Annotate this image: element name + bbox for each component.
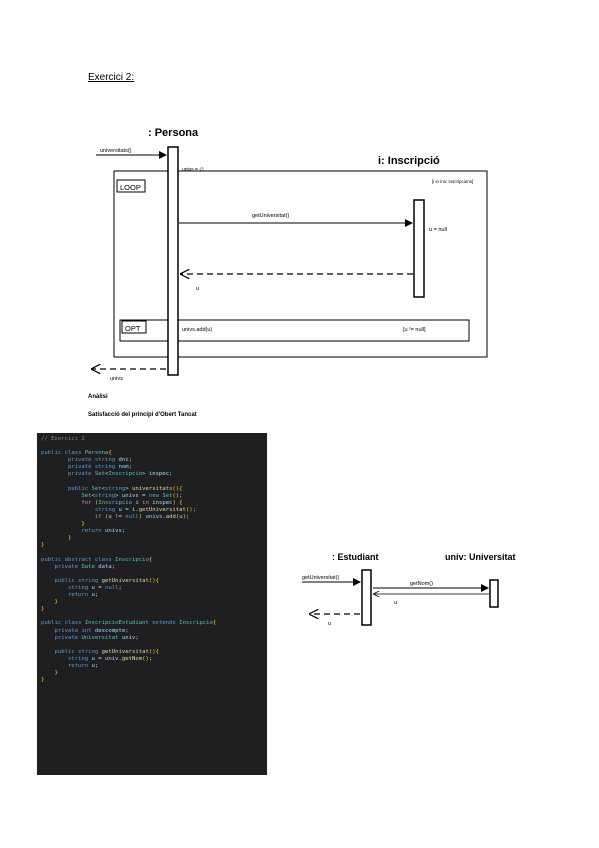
msg-getnom: getNom(): [410, 581, 433, 587]
lifeline-estudiant-label: : Estudiant: [332, 552, 379, 562]
code-line: return u;: [67, 592, 99, 599]
loop-frame: [113, 170, 488, 358]
code-line: for (Inscripcio i in inspec) {: [81, 499, 183, 506]
code-line: }: [54, 670, 58, 677]
code-line: [41, 443, 263, 450]
note-u-null: u = null: [429, 227, 447, 233]
loop-guard: [i in ins: inscripcions]: [432, 179, 473, 184]
code-line: public Set<string> universitats(){: [67, 485, 183, 492]
sequence-diagram-estudiant: : Estudiant univ: Universitat getUnivers…: [302, 552, 516, 627]
exercise-title: Exercici 2:: [88, 72, 135, 83]
code-line: public class Persona{: [41, 450, 112, 457]
code-line: if (u != null) univs.add(u);: [94, 514, 190, 521]
return-u-label: u: [196, 286, 199, 292]
msg-getuniversitat: getUniversitat(): [252, 213, 289, 219]
code-line: private int descompte;: [54, 627, 129, 634]
msg-universitats: universitats(): [100, 148, 132, 154]
code-line: }: [41, 677, 45, 684]
code-line: }: [81, 521, 85, 528]
analysis-heading: Anàlisi: [88, 394, 108, 400]
code-line: private Universitat univ;: [54, 634, 139, 641]
code-line: [41, 571, 263, 578]
loop-label-box: [116, 179, 146, 193]
code-line: }: [54, 599, 58, 606]
code-line: [41, 479, 263, 486]
code-line: return u;: [67, 663, 99, 669]
code-block: // Exercici 2 public class Persona{ priva…: [37, 433, 267, 687]
msg-getuniversitat2: getUniversitat(): [302, 575, 339, 581]
opt-label-box: [121, 320, 147, 334]
note-univs: univs = ∅: [182, 167, 204, 173]
code-line: private Set<Inscripcio> inspec;: [67, 471, 173, 478]
activation-inscripcio: [413, 199, 425, 298]
opt-guard: [u != null]: [403, 327, 426, 333]
analysis-text: Satisfacció del principi d'Obert Tancat: [88, 412, 197, 418]
opt-frame: [119, 319, 470, 342]
code-line: Set<string> univs = new Set();: [81, 492, 183, 499]
sequence-diagram-persona: : Persona i: Inscripció LOOP [i in ins: …: [0, 127, 488, 382]
code-line: private string dni;: [67, 457, 132, 464]
code-line: string u = univ.getNom();: [67, 655, 153, 662]
lifeline-persona-label: : Persona: [148, 127, 199, 139]
code-line: string u = i.getUniversitat();: [94, 506, 196, 513]
activation-universitat: [489, 579, 499, 608]
loop-label: LOOP: [120, 183, 141, 192]
code-line: }: [67, 535, 72, 542]
code-line: string u = null;: [67, 584, 122, 591]
lifeline-universitat-label: univ: Universitat: [445, 552, 516, 562]
code-line: // Exercici 2: [41, 436, 85, 442]
lifeline-inscripcio-label: i: Inscripció: [378, 155, 440, 167]
activation-persona: [167, 146, 179, 376]
code-line: return univs;: [81, 528, 126, 535]
code-snippet: // Exercici 2 public class Persona{ priva…: [37, 433, 267, 775]
return-u2-label: u: [328, 621, 331, 627]
return-u-inner-label: u: [394, 600, 397, 606]
code-line: }: [41, 606, 45, 613]
code-line: public abstract class Inscripcio{: [41, 556, 153, 563]
msg-univs-add: univs.add(u): [182, 327, 212, 333]
code-line: [41, 642, 263, 649]
code-line: private string nom;: [67, 464, 132, 471]
activation-estudiant: [361, 569, 372, 626]
code-line: [41, 550, 263, 557]
code-line: [41, 613, 263, 620]
code-line: public string getUniversitat(){: [54, 577, 159, 584]
code-line: }: [41, 542, 45, 549]
return-univs-label: univs: [110, 376, 123, 382]
code-line: public string getUniversitat(){: [54, 648, 159, 655]
code-line: public class InscripcioEstudiant extends…: [41, 620, 217, 627]
code-line: private Date data;: [54, 563, 116, 570]
opt-label: OPT: [125, 324, 141, 333]
